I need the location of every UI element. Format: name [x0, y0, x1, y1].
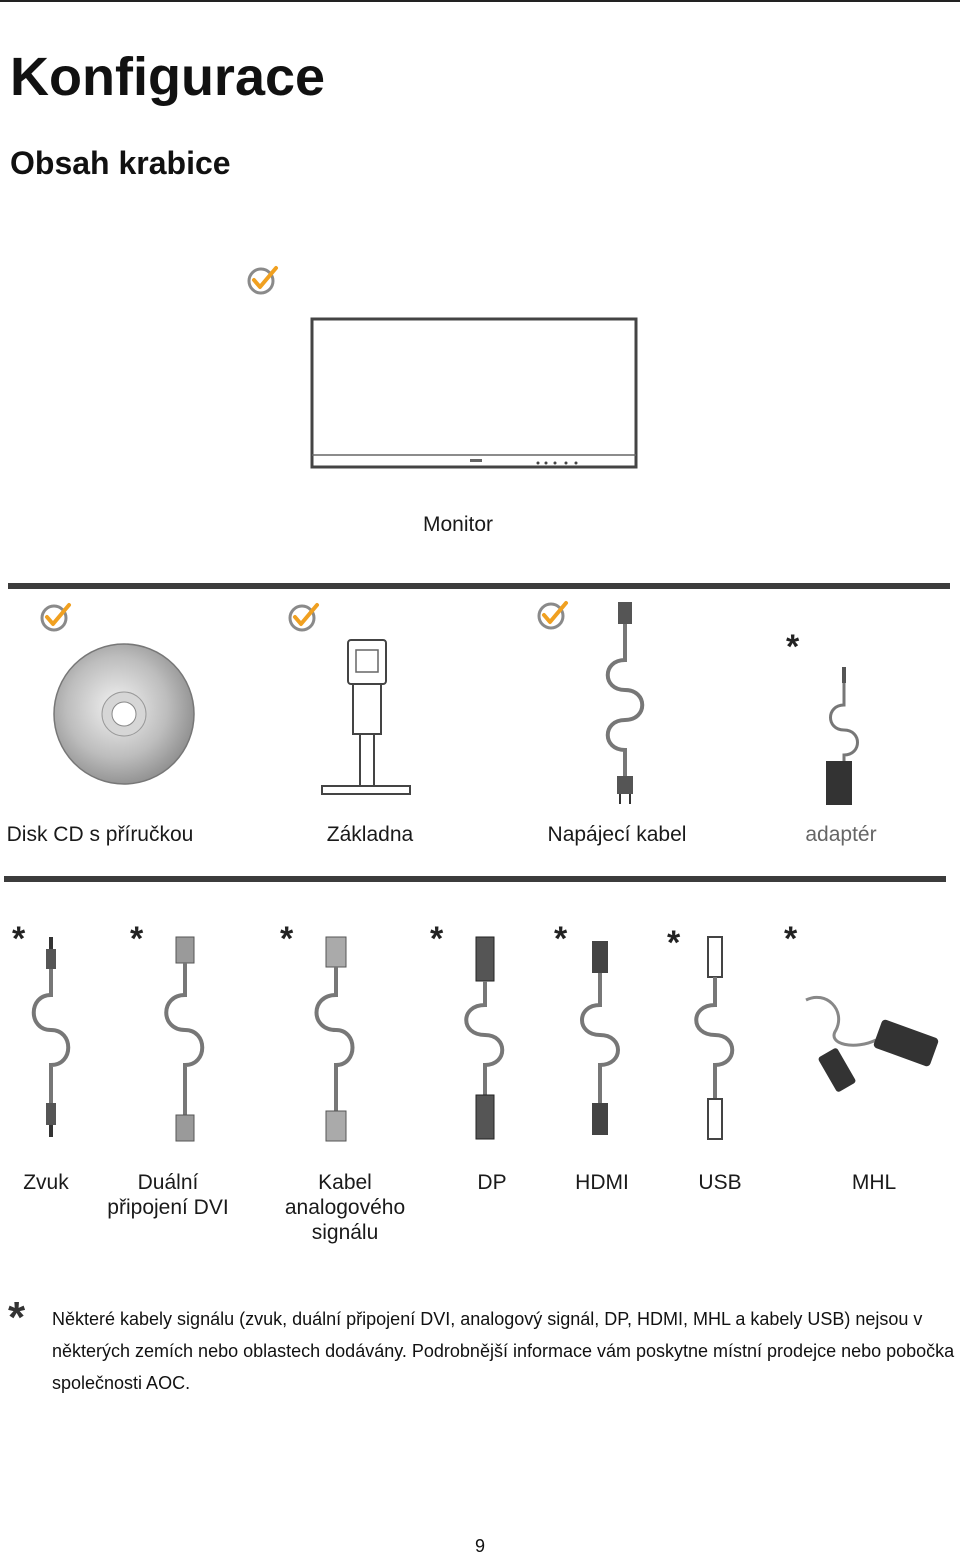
asterisk-mark: * — [130, 920, 144, 958]
item-label: Duální připojení DVI — [107, 1171, 229, 1219]
monitor-icon — [310, 317, 638, 469]
asterisk-mark: * — [786, 628, 800, 666]
item-label: Zvuk — [23, 1171, 69, 1194]
usb-cable-icon — [694, 936, 735, 1140]
check-icon — [40, 603, 71, 632]
item-label: DP — [477, 1171, 507, 1194]
asterisk-mark: * — [667, 924, 681, 962]
check-icon — [247, 266, 278, 295]
cd-disc-icon — [53, 643, 195, 785]
asterisk-mark: * — [12, 920, 26, 958]
section-title: Obsah krabice — [10, 145, 231, 181]
dvi-cable-icon — [164, 936, 205, 1142]
top-border — [0, 0, 960, 2]
item-label: HDMI — [575, 1171, 629, 1194]
audio-cable-icon — [31, 937, 71, 1137]
stand-base-icon — [321, 639, 411, 795]
asterisk-mark: * — [430, 920, 444, 958]
item-label: Základna — [326, 823, 414, 846]
item-label: USB — [698, 1171, 742, 1194]
page-number: 9 — [474, 1536, 485, 1556]
page-title: Konfigurace — [10, 47, 326, 107]
power-cable-icon — [605, 602, 645, 804]
hdmi-cable-icon — [580, 941, 620, 1135]
divider — [4, 876, 946, 882]
check-icon — [288, 603, 319, 632]
asterisk-mark: * — [554, 920, 568, 958]
item-label: Disk CD s příručkou — [6, 823, 194, 846]
displayport-cable-icon — [464, 936, 505, 1140]
asterisk-mark: * — [280, 920, 294, 958]
monitor-label: Monitor — [422, 513, 494, 536]
asterisk-mark: * — [784, 920, 798, 958]
vga-cable-icon — [314, 936, 355, 1142]
item-label: adaptér — [805, 823, 877, 846]
mhl-cable-icon — [805, 995, 939, 1092]
power-adapter-icon — [826, 667, 859, 805]
check-icon — [537, 601, 568, 630]
item-label: MHL — [851, 1171, 897, 1194]
footnote-asterisk: * — [8, 1293, 26, 1342]
item-label: Kabel analogového signálu — [284, 1171, 406, 1244]
footnote-text: Některé kabely signálu (zvuk, duální při… — [52, 1309, 955, 1393]
divider — [8, 583, 950, 589]
item-label: Napájecí kabel — [547, 823, 687, 846]
